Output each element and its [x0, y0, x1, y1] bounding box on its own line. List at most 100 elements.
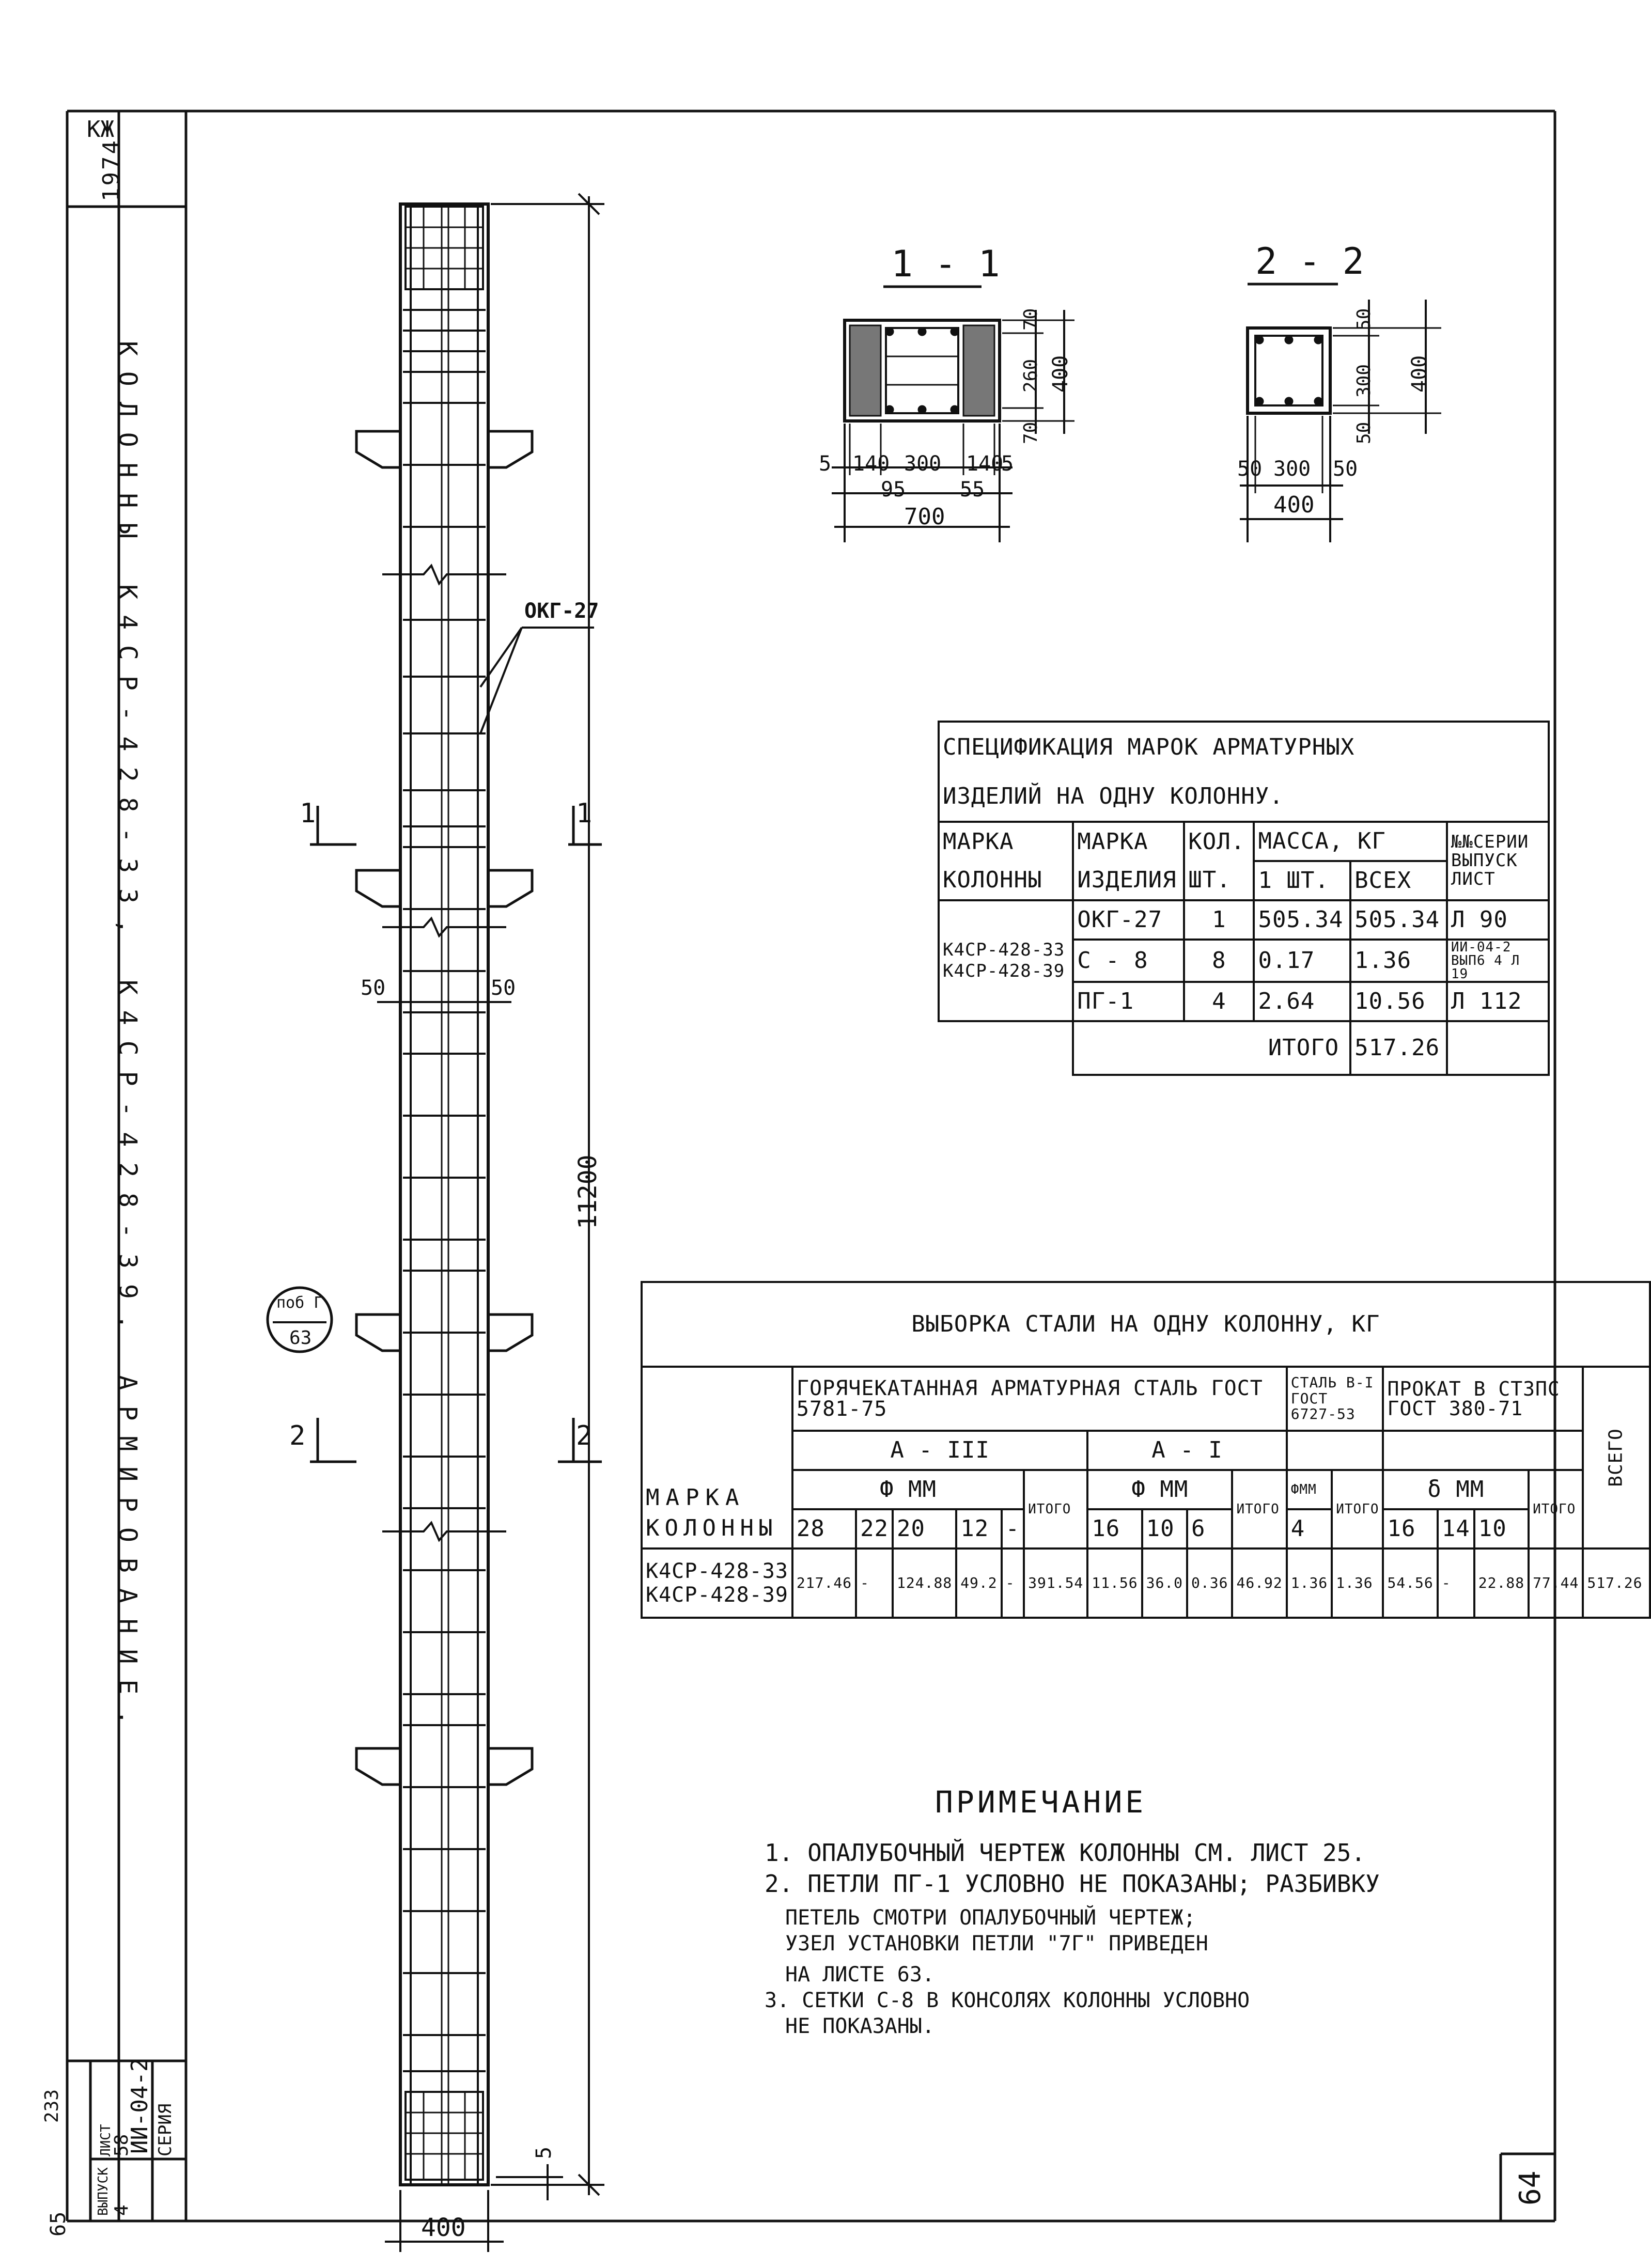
steel-hdr-itogo-a3: ИТОГО [1023, 1469, 1089, 1550]
steel-hdr-b1: СТАЛЬ В-I ГОСТ 6727-53 [1285, 1366, 1384, 1432]
steel-diam: 4 [1285, 1508, 1333, 1550]
scan-ref-1: 233 [41, 2089, 63, 2123]
node-ref-top: поб Г [276, 1294, 323, 1312]
column-width-dim: 400 [421, 2213, 466, 2242]
note-line: ПЕТЕЛЬ СМОТРИ ОПАЛУБОЧНЫЙ ЧЕРТЕЖ; [785, 1906, 1196, 1930]
drawing-sheet: { "title_block": { "sheet_code": "КЖ", "… [41, 110, 1651, 2252]
s1-rdim: 70 [1020, 421, 1041, 444]
s2-rdim: 50 [1353, 308, 1375, 331]
issue-label: ВЫПУСК [96, 2167, 111, 2216]
s1-overall-width: 700 [904, 504, 945, 530]
spec-cell: 0.17 [1253, 939, 1352, 983]
steel-hdr-delta: δ ММ [1382, 1469, 1530, 1510]
spec-hdr: 1 ШТ. [1253, 860, 1352, 901]
steel-cell: 0.36 [1186, 1547, 1234, 1619]
steel-cell: 54.56 [1382, 1547, 1439, 1619]
table-row: ПГ-1 4 2.64 10.56 Л 112 [939, 981, 1550, 1022]
series-label: СЕРИЯ [155, 2103, 176, 2156]
table-row-total: ИТОГО 517.26 [939, 1020, 1550, 1076]
steel-hdr-itogo-a1: ИТОГО [1231, 1469, 1288, 1550]
s1-dim: 5 [819, 452, 832, 476]
steel-hdr-vsego-cell: ВСЕГО [1582, 1366, 1651, 1550]
steel-cell: 77.44 [1528, 1547, 1584, 1619]
steel-diam: 6 [1186, 1508, 1234, 1550]
column-dimensions [377, 193, 604, 2252]
steel-hdr-hot: ГОРЯЧЕКАТАННАЯ АРМАТУРНАЯ СТАЛЬ ГОСТ 578… [791, 1366, 1288, 1432]
section-2-cut-left: 2 [289, 1420, 306, 1451]
spec-cell: 505.34 [1349, 899, 1448, 941]
spec-cell: С - 8 [1072, 939, 1186, 983]
s1-dim: 140 [966, 452, 1004, 476]
s1-subdim: 95 [881, 478, 906, 502]
steel-diam: 22 [855, 1508, 894, 1550]
issue-value: 4 [111, 2204, 132, 2216]
drawing-title: КОЛОННЫ К4СР-428-33, К4СР-428-39. АРМИРО… [113, 341, 142, 1741]
steel-table: ВЫБОРКА СТАЛИ НА ОДНУ КОЛОННУ, КГ МАРКА … [641, 1281, 1651, 1619]
break-marks [382, 564, 506, 1542]
steel-hdr-phi-a1: Ф ММ [1086, 1469, 1234, 1510]
spec-hdr: ШТ. [1183, 861, 1255, 901]
steel-hdr-mark-2: КОЛОННЫ [641, 1509, 793, 1550]
steel-cell: 391.54 [1023, 1547, 1089, 1619]
steel-cell: - [1000, 1547, 1025, 1619]
section-2-title: 2 - 2 [1255, 240, 1364, 283]
note-line: 2. ПЕТЛИ ПГ-1 УСЛОВНО НЕ ПОКАЗАНЫ; РАЗБИ… [765, 1870, 1380, 1898]
archive-number: 1974 [98, 138, 124, 201]
steel-diam: - [1000, 1508, 1025, 1550]
steel-cell: 49.2 [955, 1547, 1003, 1619]
note-line: УЗЕЛ УСТАНОВКИ ПЕТЛИ "7Г" ПРИВЕДЕН [785, 1932, 1208, 1956]
spec-total-label: ИТОГО [1072, 1020, 1352, 1076]
spec-hdr: МАССА, КГ [1253, 821, 1448, 862]
steel-hdr-a3: А - III [791, 1430, 1089, 1471]
steel-cell: 1.36 [1331, 1547, 1384, 1619]
spec-table: СПЕЦИФИКАЦИЯ МАРОК АРМАТУРНЫХ ИЗДЕЛИЙ НА… [937, 721, 1550, 1076]
s2-rdim: 50 [1353, 421, 1375, 444]
steel-diam: 20 [892, 1508, 958, 1550]
spec-title-2: ИЗДЕЛИЙ НА ОДНУ КОЛОННУ. [938, 772, 1550, 823]
spec-cell: 505.34 [1253, 899, 1352, 941]
spec-cell: ПГ-1 [1072, 981, 1186, 1022]
s1-dim: 140 [852, 452, 890, 476]
s2-overall-height: 400 [1408, 355, 1431, 393]
section-1-cut-right: 1 [576, 798, 593, 829]
steel-cell: 124.88 [892, 1547, 958, 1619]
drawing-linework [66, 110, 1556, 2252]
sheet-code: КЖ [87, 116, 114, 143]
sheet-number: 64 [1514, 2170, 1547, 2206]
spec-cell: 10.56 [1349, 981, 1448, 1022]
s1-rdim: 260 [1020, 358, 1041, 393]
side-dim-left: 50 [361, 976, 386, 1000]
spec-hdr: МАРКА [1072, 821, 1186, 861]
steel-hdr-a1: А - I [1086, 1430, 1288, 1471]
column-ties [403, 309, 486, 2072]
side-dim-right: 50 [491, 976, 516, 1000]
s2-dim: 50 [1237, 457, 1263, 481]
column-outline [399, 202, 490, 2186]
steel-hdr-vsego: ВСЕГО [1606, 1428, 1627, 1487]
section-1-cut-left: 1 [300, 798, 316, 829]
section-2-2-drawing [1240, 283, 1441, 542]
s2-dim: 300 [1273, 457, 1311, 481]
s1-overall-height: 400 [1049, 355, 1072, 393]
spec-hdr: МАРКА [937, 821, 1074, 861]
s2-overall-width: 400 [1273, 492, 1315, 518]
note-line: НА ЛИСТЕ 63. [785, 1963, 934, 1987]
steel-cell: 11.56 [1086, 1547, 1143, 1619]
s1-dim: 300 [904, 452, 942, 476]
note-line: 3. СЕТКИ С-8 В КОНСОЛЯХ КОЛОННЫ УСЛОВНО [765, 1989, 1250, 2012]
steel-cell: - [1436, 1547, 1475, 1619]
scan-ref-2: 65 [46, 2211, 70, 2236]
steel-cell: 46.92 [1231, 1547, 1288, 1619]
s2-rdim: 300 [1353, 364, 1375, 398]
steel-cell: 517.26 [1582, 1547, 1651, 1619]
steel-hdr-itogo-b1: ИТОГО [1331, 1469, 1384, 1550]
section-1-title: 1 - 1 [891, 243, 1000, 285]
s1-subdim: 55 [960, 478, 985, 502]
column-elevation [399, 202, 490, 2186]
steel-cell: - [855, 1547, 894, 1619]
column-height-dim: 11200 [573, 1154, 602, 1230]
steel-diam: 16 [1086, 1508, 1143, 1550]
steel-thick: 16 [1382, 1508, 1439, 1550]
